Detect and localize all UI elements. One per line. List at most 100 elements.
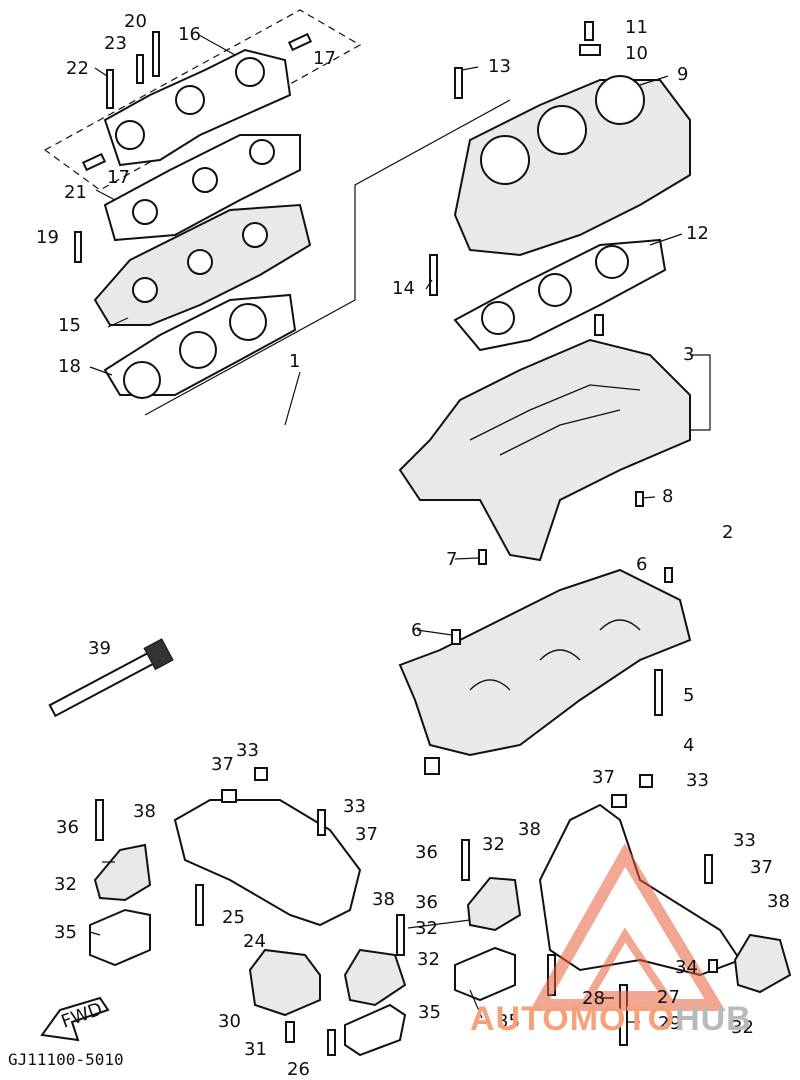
leader-line [284, 371, 301, 426]
dowel-pin [451, 629, 461, 645]
dowel-pin [81, 152, 107, 172]
callout-38b: 38 [372, 889, 395, 910]
callout-34: 34 [675, 957, 698, 978]
callout-2: 2 [722, 522, 733, 543]
clamp-bracket [579, 44, 601, 56]
callout-38d: 38 [767, 891, 790, 912]
gasket-bore [123, 361, 161, 399]
callout-33a: 33 [236, 740, 259, 761]
crankcase-lower-group [48, 567, 692, 775]
mount-bracket-part [173, 799, 362, 927]
callout-32c: 32 [417, 949, 440, 970]
gasket-bore [481, 301, 515, 335]
engine-mount-block [248, 948, 321, 1017]
callout-32b: 32 [415, 918, 438, 939]
left-mount-group [89, 767, 407, 1057]
bolt [429, 254, 438, 296]
spacer [221, 789, 237, 803]
callout-31: 31 [244, 1039, 267, 1060]
callout-5: 5 [683, 685, 694, 706]
mount-plate [344, 1003, 407, 1057]
callout-labels: 1 2 3 4 5 6 6 7 8 9 10 11 12 13 14 15 16… [36, 11, 790, 1080]
callout-39: 39 [88, 638, 111, 659]
head-combustion-chamber [242, 222, 268, 248]
nut [639, 774, 653, 788]
bolt [285, 1021, 295, 1043]
head-cover-dashed-frame [43, 9, 362, 191]
callout-11: 11 [625, 17, 648, 38]
watermark-part2: HUB [675, 1000, 752, 1038]
callout-17b: 17 [107, 167, 130, 188]
dowel-pin [287, 32, 313, 52]
shaft-spline [143, 638, 174, 671]
spacer [611, 794, 627, 808]
leader-lines [89, 34, 683, 1023]
bolt [396, 914, 405, 956]
bolt [454, 67, 463, 99]
bolt [195, 884, 204, 926]
callout-15: 15 [58, 315, 81, 336]
dowel-pin [664, 567, 673, 583]
callout-26: 26 [287, 1059, 310, 1080]
callout-37c: 37 [592, 767, 615, 788]
callout-32a: 32 [54, 874, 77, 895]
callout-37d: 37 [750, 857, 773, 878]
dowel-pin [478, 549, 487, 565]
callout-37b: 37 [355, 824, 378, 845]
callout-33c: 33 [686, 770, 709, 791]
head-cover-port [235, 57, 265, 87]
callout-36b: 36 [415, 892, 438, 913]
watermark-part1: AUTOMOTO [470, 1000, 676, 1038]
callout-30: 30 [218, 1011, 241, 1032]
callout-7: 7 [446, 549, 457, 570]
mount-plate [454, 946, 516, 1002]
watermark-logo-icon [529, 843, 726, 1011]
callout-19: 19 [36, 227, 59, 248]
callout-9: 9 [677, 64, 688, 85]
callout-28: 28 [582, 988, 605, 1009]
gasket-port [132, 199, 158, 225]
callout-6a: 6 [411, 620, 422, 641]
bushing [424, 757, 440, 775]
crankcase-web [469, 384, 641, 456]
gasket-port [249, 139, 275, 165]
gasket-bore [538, 273, 572, 307]
cylinder-head-group [43, 9, 511, 426]
callout-32e: 32 [731, 1017, 754, 1038]
callout-23: 23 [104, 33, 127, 54]
callout-1: 1 [289, 351, 300, 372]
bolt [704, 854, 713, 884]
dowel-pin [594, 314, 604, 336]
bolt [152, 31, 160, 77]
gasket-port [192, 167, 218, 193]
callout-36c: 36 [415, 842, 438, 863]
bolt [74, 231, 82, 263]
diagram-code: GJ11100-5010 [8, 1050, 124, 1069]
crankcase-upper-group [398, 314, 711, 565]
mount-plate [89, 908, 151, 967]
head-combustion-chamber [187, 249, 213, 275]
watermark-text: AUTOMOTOHUB [470, 1000, 752, 1039]
callout-37a: 37 [211, 754, 234, 775]
bolt [619, 984, 628, 1046]
bolt [584, 21, 594, 41]
bolt [106, 69, 114, 109]
dowel-pin [635, 491, 644, 507]
bolt [317, 809, 326, 836]
callout-33b: 33 [343, 796, 366, 817]
bolt [136, 54, 144, 84]
crankcase-upper-part [398, 338, 691, 562]
callout-33d: 33 [733, 830, 756, 851]
cylinder-block-group [429, 21, 691, 352]
cylinder-block-part [453, 79, 691, 257]
crankcase-lower-part [398, 568, 692, 757]
callout-10: 10 [625, 43, 648, 64]
gasket-bore [179, 331, 217, 369]
crankcase-journal [469, 619, 641, 691]
nut [708, 959, 718, 973]
callout-35a: 35 [54, 922, 77, 943]
bolt [95, 799, 104, 841]
callout-25: 25 [222, 907, 245, 928]
fwd-direction-arrow: FWD [40, 996, 110, 1042]
